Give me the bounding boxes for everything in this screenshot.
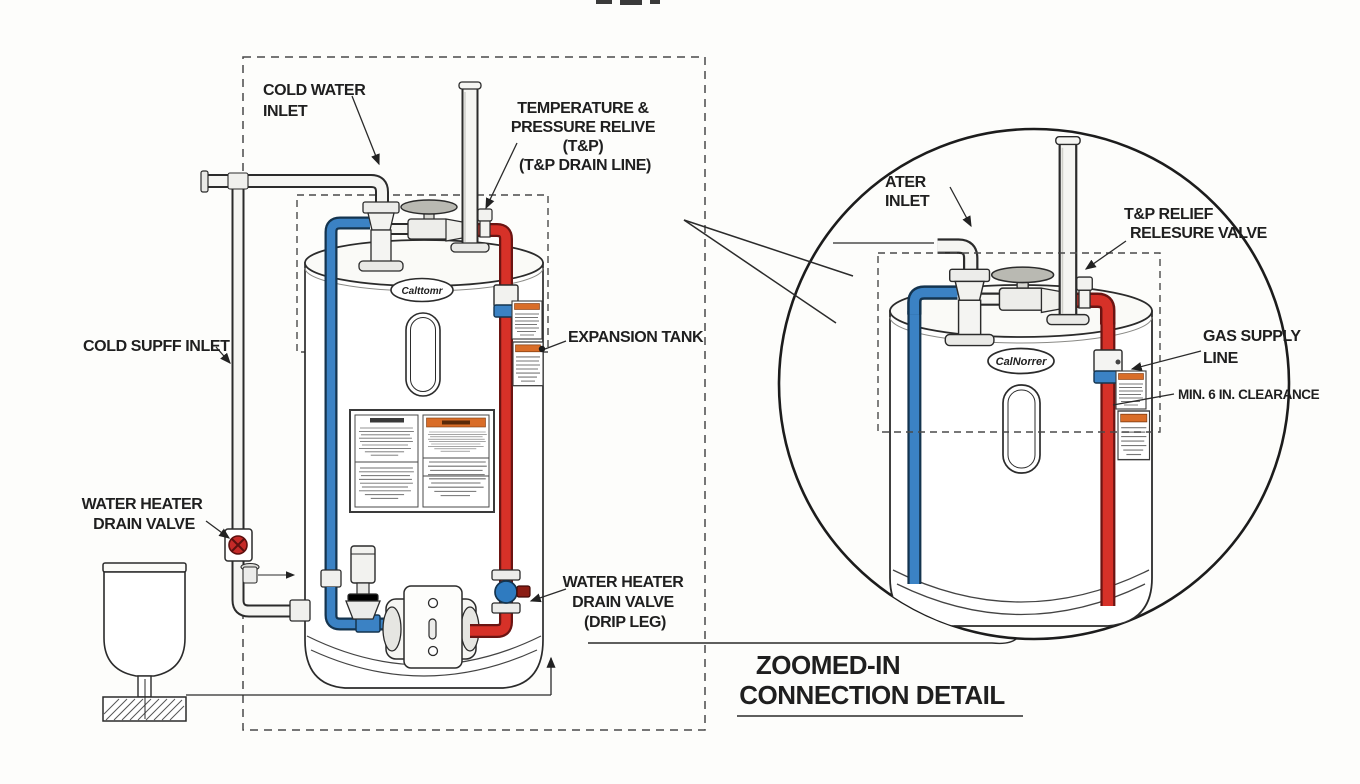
floor-expansion-tank (102, 562, 556, 722)
callouts (205, 95, 1202, 603)
rating-plate-sticker (350, 410, 494, 512)
leader-gas-supply (1130, 350, 1202, 371)
gas-control-unit (382, 585, 480, 669)
zoom-wedge (683, 219, 854, 324)
label-drip-leg: WATER HEATER DRAIN VALVE (DRIP LEG) (563, 574, 688, 631)
drip-leg-valve (491, 569, 531, 614)
pipe-warning-sticker (511, 300, 543, 340)
detail-element-port (1002, 384, 1041, 474)
detail-warning-sticker (1117, 410, 1151, 461)
brand-badge: Calttomr (390, 277, 454, 303)
label-cold-water-inlet: COLD WATER INLET (263, 82, 369, 120)
gas-supply-fitting (1093, 349, 1123, 384)
water-heater-drain-valve (224, 528, 253, 562)
caption-line-1: ZOOMED-IN (756, 650, 900, 680)
floor-hatch-base (102, 679, 187, 722)
leader-drip-leg (529, 588, 567, 603)
pressure-regulator (345, 545, 381, 620)
detail-brand-text: CalNorrer (996, 356, 1047, 368)
label-clearance: MIN. 6 IN. CLEARANCE (1178, 387, 1320, 402)
pipe-warning-sticker (512, 341, 544, 387)
leader-drain-valve (205, 520, 231, 539)
leader-cold-water-inlet (351, 95, 380, 166)
leader-tp-relief (485, 142, 518, 210)
brand-text: Calttomr (401, 286, 443, 297)
labels: COLD WATER INLET TEMPERATURE & PRESSURE … (82, 82, 1320, 631)
leader-clearance (1112, 393, 1175, 406)
label-gas-supply: GAS SUPPLY LINE (1203, 328, 1304, 367)
detail-zoom-box (877, 252, 1161, 433)
detail-brand-badge: CalNorrer (987, 347, 1055, 375)
cropped-top-text-remnant (596, 0, 660, 5)
element-port (405, 312, 441, 397)
leader-detail-inlet (949, 186, 972, 228)
caption: ZOOMED-IN CONNECTION DETAIL (737, 650, 1023, 717)
expansion-tank-dot (538, 345, 546, 353)
leader-expansion-tank (544, 340, 567, 350)
caption-line-2: CONNECTION DETAIL (739, 680, 1005, 710)
label-tp-relief: TEMPERATURE & PRESSURE RELIVE (T&P) (T&P… (511, 100, 659, 174)
label-cold-supply: COLD SUPFF INLET (83, 338, 230, 355)
label-detail-tp: T&P RELIEF RELESURE VALVE (1124, 206, 1268, 242)
main-piping (200, 82, 544, 669)
label-detail-inlet: ATER INLET (885, 174, 930, 210)
label-expansion-tank: EXPANSION TANK (568, 329, 704, 346)
label-drain-valve: WATER HEATER DRAIN VALVE (82, 496, 207, 533)
leader-cold-supply (215, 346, 231, 364)
leader-detail-tp (1084, 240, 1127, 270)
